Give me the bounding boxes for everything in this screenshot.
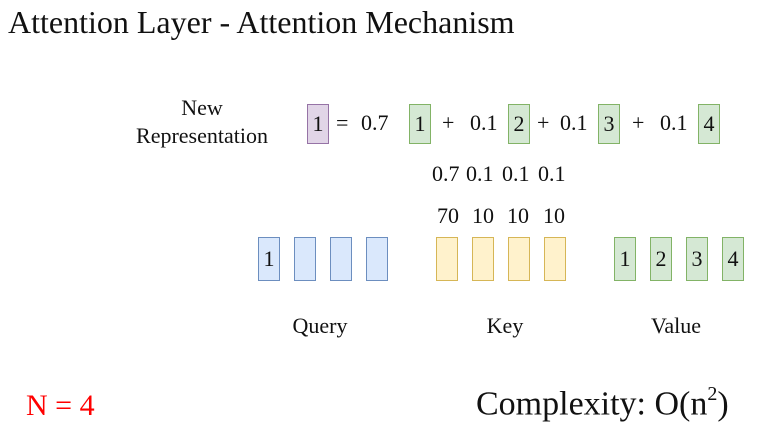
query-box-label-1: 1: [263, 246, 275, 271]
value-box-label-4: 4: [727, 246, 739, 271]
plus-sign-3: +: [632, 110, 645, 135]
slide-title: Attention Layer - Attention Mechanism: [8, 4, 515, 40]
new-representation-label: New Representation: [112, 94, 292, 150]
normalized-weight-2: 0.1: [466, 161, 494, 186]
key-caption: Key: [486, 313, 524, 338]
raw-score-2: 10: [472, 203, 494, 228]
raw-score-4: 10: [543, 203, 565, 228]
new-representation-index: 1: [312, 111, 324, 136]
equation-value-box-1: 1: [409, 104, 431, 144]
value-box-3: 3: [686, 237, 708, 281]
equation-value-index-2: 2: [513, 111, 525, 136]
normalized-weight-3: 0.1: [502, 161, 530, 186]
equals-sign: =: [336, 110, 349, 135]
key-box-3: [508, 237, 530, 281]
value-box-label-2: 2: [655, 246, 667, 271]
query-box-3: [330, 237, 352, 281]
key-box-4: [544, 237, 566, 281]
sequence-length-label: N = 4: [26, 389, 95, 422]
equation-value-box-2: 2: [508, 104, 530, 144]
value-box-label-1: 1: [619, 246, 631, 271]
new-representation-line2: Representation: [136, 123, 268, 148]
plus-sign-2: +: [537, 110, 550, 135]
equation-weight-4: 0.1: [660, 110, 688, 135]
new-representation-line1: New: [181, 95, 223, 120]
key-box-1: [436, 237, 458, 281]
query-box-4: [366, 237, 388, 281]
raw-score-3: 10: [507, 203, 529, 228]
value-caption: Value: [650, 313, 702, 338]
complexity-exponent: 2: [707, 383, 718, 405]
new-representation-box: 1: [307, 104, 329, 144]
query-caption: Query: [292, 313, 348, 338]
value-box-label-3: 3: [691, 246, 703, 271]
normalized-weight-4: 0.1: [538, 161, 566, 186]
equation-value-index-4: 4: [703, 111, 715, 136]
equation-weight-1: 0.7: [361, 110, 389, 135]
query-box-2: [294, 237, 316, 281]
equation-weight-2: 0.1: [470, 110, 498, 135]
normalized-weight-1: 0.7: [432, 161, 460, 186]
equation-weight-3: 0.1: [560, 110, 588, 135]
value-box-4: 4: [722, 237, 744, 281]
equation-value-index-3: 3: [603, 111, 615, 136]
value-box-2: 2: [650, 237, 672, 281]
raw-score-1: 70: [437, 203, 459, 228]
equation-value-box-4: 4: [698, 104, 720, 144]
query-box-1: 1: [258, 237, 280, 281]
value-box-1: 1: [614, 237, 636, 281]
complexity-label: Complexity: O(n2): [476, 374, 729, 426]
key-box-2: [472, 237, 494, 281]
complexity-prefix: Complexity: O(n: [476, 385, 708, 423]
equation-value-box-3: 3: [598, 104, 620, 144]
plus-sign-1: +: [442, 110, 455, 135]
complexity-suffix: ): [717, 385, 729, 423]
equation-value-index-1: 1: [414, 111, 426, 136]
